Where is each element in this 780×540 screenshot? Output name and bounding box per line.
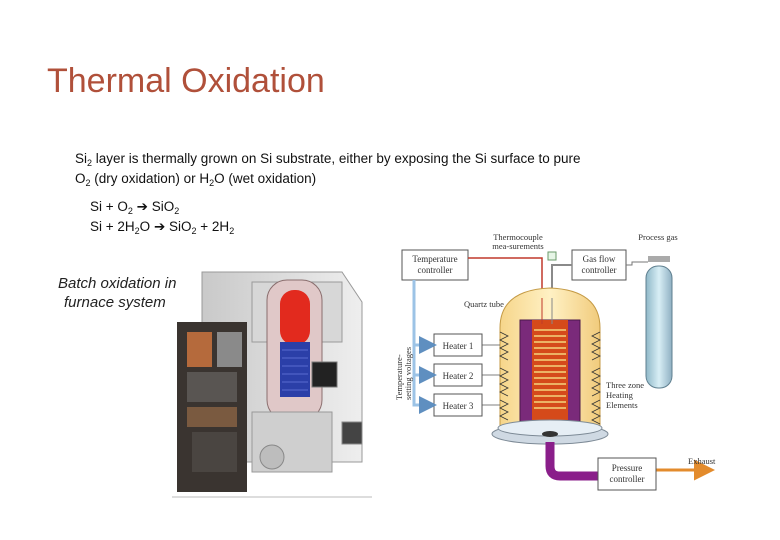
furnace-caption: Batch oxidation in furnace system (58, 275, 177, 311)
temperature-setting-voltages-label: Temperature- setting voltages (394, 347, 413, 400)
exhaust-label: Exhaust (688, 456, 716, 466)
svg-text:controller: controller (418, 265, 453, 275)
svg-text:Heater 3: Heater 3 (443, 401, 474, 411)
svg-text:Heater 2: Heater 2 (443, 371, 474, 381)
pressure-controller-label: Pressure (612, 463, 643, 473)
process-gas-tank (645, 265, 673, 389)
gas-flow-controller-label: Gas flow (583, 254, 616, 264)
oxidation-furnace-schematic: Temperature controller Gas flow controll… (394, 232, 716, 491)
svg-text:controller: controller (610, 474, 645, 484)
quartz-tube-label: Quartz tube (464, 299, 504, 309)
equation-dry-oxidation: Si + O2 ➔ SiO2 (90, 199, 180, 216)
slide-title: Thermal Oxidation (47, 62, 325, 100)
svg-text:Heater 1: Heater 1 (443, 341, 474, 351)
furnace-system-illustration (172, 271, 372, 498)
equation-wet-oxidation: Si + 2H2O ➔ SiO2 + 2H2 (90, 219, 235, 236)
thermocouple-label: Thermocouple (493, 232, 543, 242)
intro-paragraph: Si2 layer is thermally grown on Si subst… (75, 151, 581, 188)
svg-text:controller: controller (582, 265, 617, 275)
process-gas-label: Process gas (638, 232, 677, 242)
pressure-controller-box (597, 457, 657, 491)
three-zone-label: Three zone Heating Elements (606, 380, 646, 410)
svg-text:mea-surements: mea-surements (492, 241, 543, 251)
temperature-controller-label: Temperature (412, 254, 457, 264)
temperature-controller-box (401, 249, 469, 281)
